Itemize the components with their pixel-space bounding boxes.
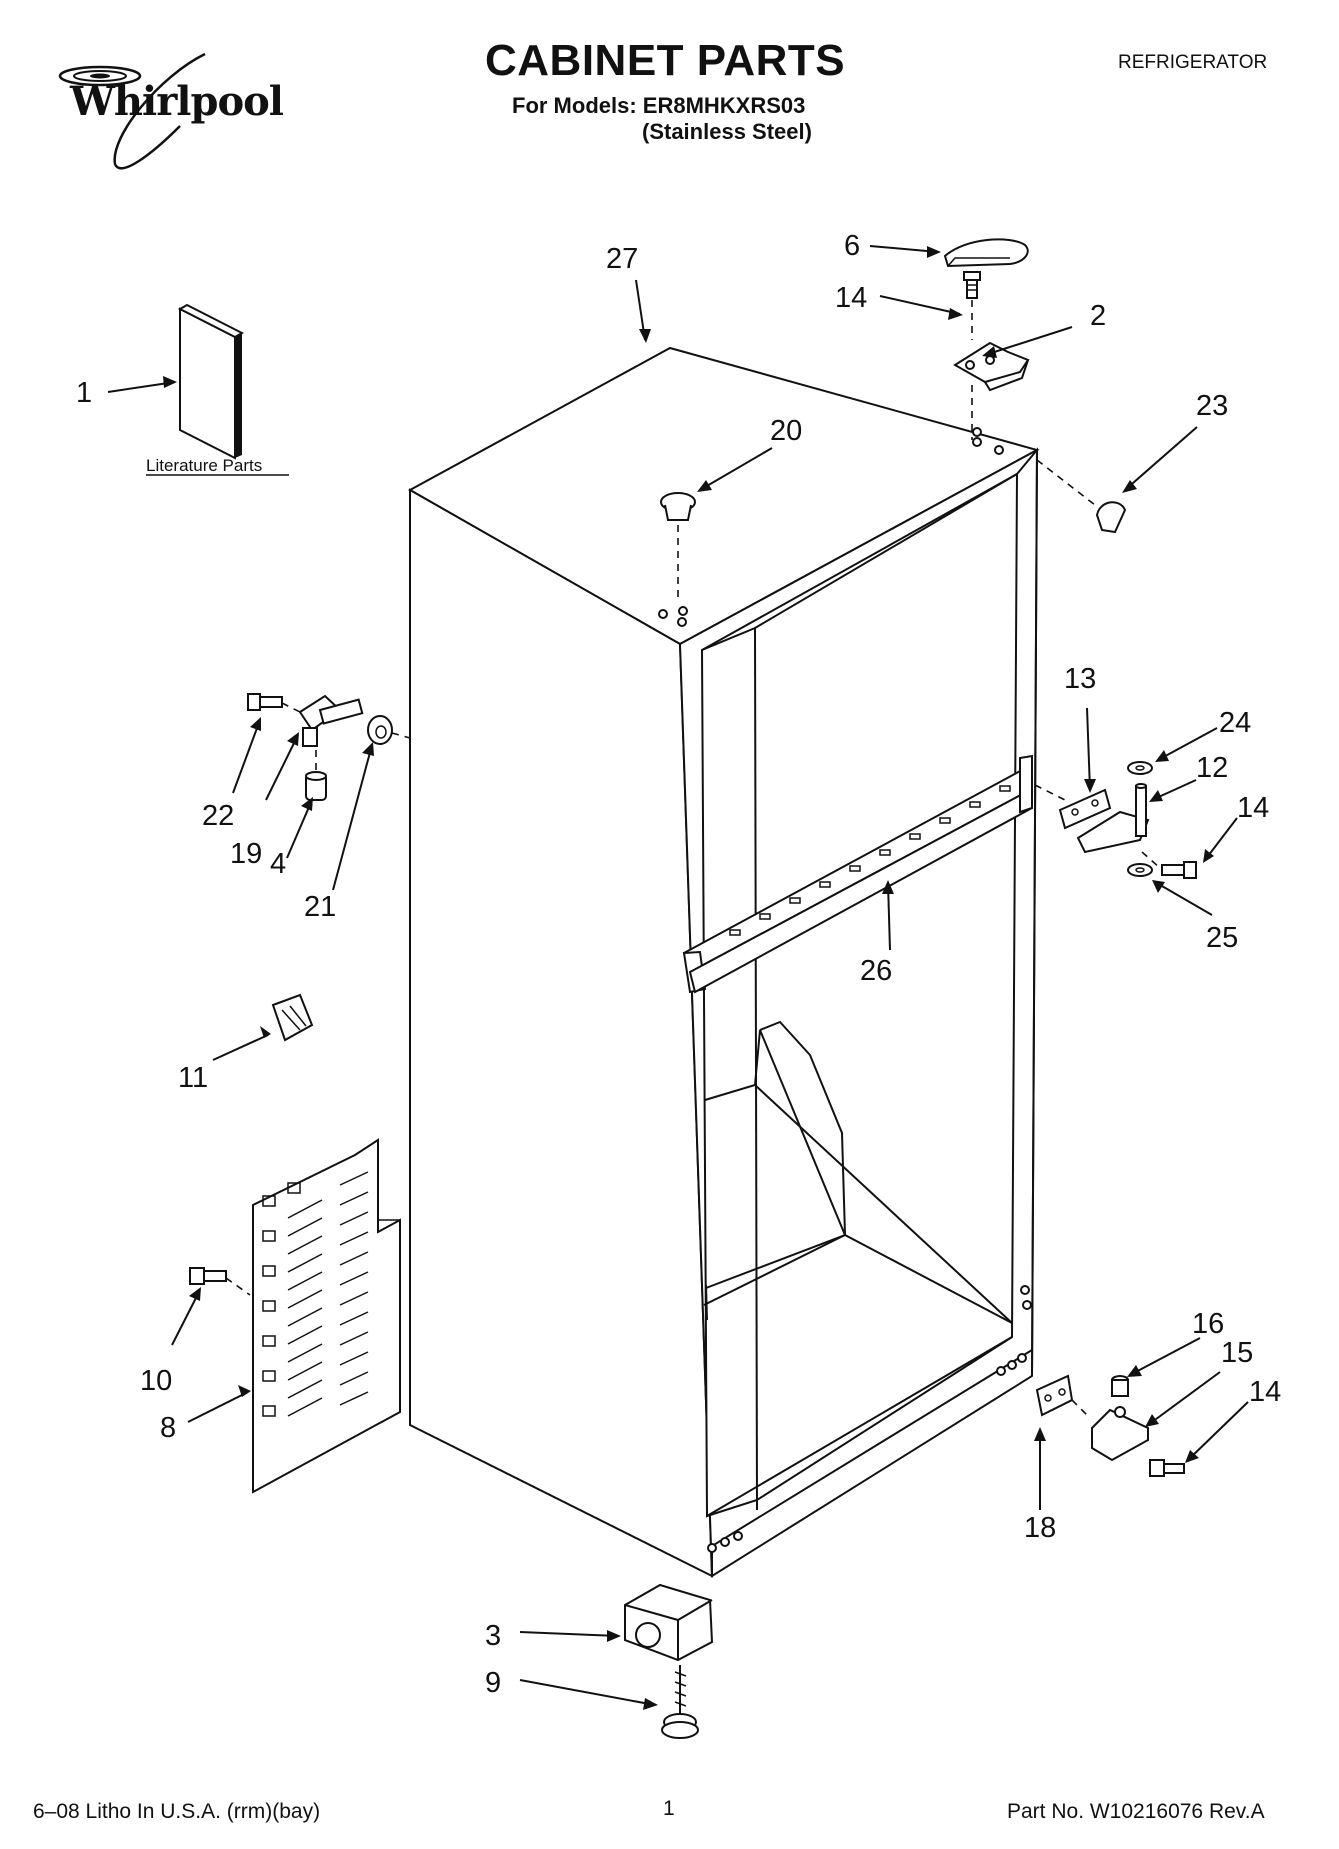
washer-21 — [367, 715, 393, 745]
callout-3: 3 — [485, 1620, 501, 1652]
callout-21: 21 — [304, 891, 336, 923]
hinge-cover — [943, 238, 1029, 268]
brand-name: Whirlpool — [70, 78, 284, 125]
callout-4: 4 — [270, 848, 286, 880]
callout-labels: 1 2 3 4 6 8 9 10 11 12 13 14 14 14 15 16… — [76, 230, 1281, 1699]
hinge-cap — [1095, 501, 1127, 534]
panel-screw-10 — [189, 1267, 227, 1285]
callout-24: 24 — [1219, 707, 1251, 739]
hinge-screw-bottom — [1149, 1459, 1185, 1477]
callout-25: 25 — [1206, 922, 1238, 954]
callout-16: 16 — [1192, 1308, 1224, 1340]
bottom-hinge-15 — [1091, 1406, 1149, 1462]
callout-27: 27 — [606, 243, 638, 275]
callout-2: 2 — [1090, 300, 1106, 332]
leveling-leg — [661, 1665, 699, 1739]
cabinet-left-side — [409, 488, 714, 1578]
callout-20: 20 — [770, 415, 802, 447]
callout-14-top: 14 — [835, 282, 867, 314]
bushing-4 — [305, 771, 327, 801]
callout-14-center: 14 — [1237, 792, 1269, 824]
hinge-shim-18 — [1035, 1374, 1074, 1417]
callout-12: 12 — [1196, 752, 1228, 784]
leader-lines — [107, 245, 1249, 1710]
callout-18: 18 — [1024, 1512, 1056, 1544]
callout-23: 23 — [1196, 390, 1228, 422]
clip-11 — [271, 993, 314, 1042]
callout-22: 22 — [202, 800, 234, 832]
hinge-screw-center — [1161, 861, 1197, 879]
plug-button — [660, 492, 696, 521]
print-info: 6–08 Litho In U.S.A. (rrm)(bay) — [33, 1800, 321, 1823]
roller-assembly — [624, 1583, 714, 1662]
whirlpool-logo: Whirlpool — [40, 46, 284, 186]
literature-booklet — [177, 303, 245, 460]
callout-19: 19 — [230, 838, 262, 870]
center-rail — [682, 754, 1034, 994]
logo-swirl-icon — [58, 52, 206, 170]
washer-25 — [1127, 863, 1153, 877]
callout-26: 26 — [860, 955, 892, 987]
product-category: REFRIGERATOR — [1118, 52, 1268, 73]
part-number: Part No. W10216076 Rev.A — [1007, 1800, 1265, 1823]
callout-9: 9 — [485, 1667, 501, 1699]
top-hinge — [953, 341, 1030, 392]
hinge-spacer-13 — [1058, 788, 1112, 830]
callout-11: 11 — [178, 1062, 208, 1094]
callout-8: 8 — [160, 1412, 176, 1444]
model-variant: (Stainless Steel) — [642, 119, 812, 144]
callout-1: 1 — [76, 377, 92, 409]
literature-parts-label: Literature Parts — [146, 456, 262, 475]
rear-access-panel — [252, 1138, 401, 1494]
page-number: 1 — [663, 1797, 675, 1820]
callout-14-bottom: 14 — [1249, 1376, 1281, 1408]
hinge-pin-screw-left — [247, 693, 283, 711]
page-title: CABINET PARTS — [485, 36, 846, 85]
callout-15: 15 — [1221, 1337, 1253, 1369]
hinge-screw-top — [963, 271, 981, 299]
refrigerator-cabinet — [407, 346, 1040, 1578]
hinge-pin-bracket — [298, 694, 364, 747]
washer-24 — [1127, 761, 1153, 775]
callout-6: 6 — [844, 230, 860, 262]
hinge-pin-16 — [1111, 1375, 1129, 1397]
models-line: For Models: ER8MHKXRS03 — [512, 93, 806, 118]
callout-13: 13 — [1064, 663, 1096, 695]
center-hinge-12 — [1076, 783, 1150, 854]
callout-10: 10 — [140, 1365, 172, 1397]
